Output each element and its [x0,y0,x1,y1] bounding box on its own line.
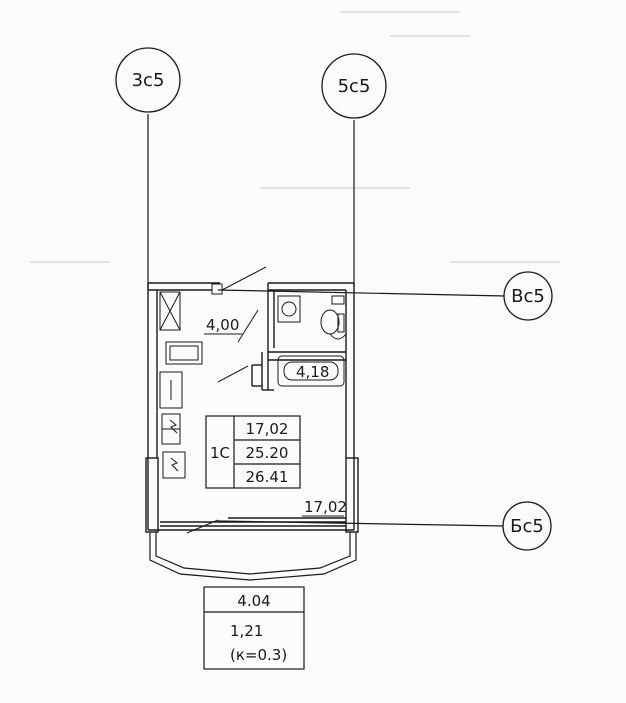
background-scan-marks [30,11,560,263]
entrance-door-swing [221,266,267,291]
hall-door-swing [217,365,249,383]
balcony-area: 4.04 [237,592,270,610]
axis-label-5c5: 5с5 [338,76,371,97]
hall-area-label: 4,00 [206,316,239,334]
bathroom-area-label: 4,18 [296,363,329,381]
balcony [149,532,357,581]
toilet-tank [337,313,345,333]
riser-shaft [211,283,223,295]
axis-line-vc5 [217,289,506,297]
bathtub-inner [283,361,339,381]
balcony-coefficient: (к=0.3) [230,646,287,664]
fridge [165,341,203,365]
walls [145,282,359,533]
kitchen-equipment [159,341,203,479]
wardrobe [159,291,181,331]
bathroom-fixtures [277,295,347,387]
axis-bubble-bc5 [502,501,552,551]
oven [162,451,186,479]
axis-lines [147,114,506,527]
axis-bubbles [115,47,553,551]
apartment-type: 1С [210,444,230,462]
axis-bubble-vc5 [503,271,553,321]
washing-machine-drum [281,301,297,317]
sink-bathroom [331,295,345,305]
axis-label-3c5: 3с5 [132,70,165,91]
living-area-label: 17,02 [304,498,347,516]
toilet [320,309,340,335]
axis-label-bc5: Бс5 [510,516,544,537]
apartment-living-area: 17,02 [246,420,289,438]
bathtub [277,355,345,387]
washing-machine [277,295,301,323]
apartment-total-area: 25.20 [246,444,289,462]
small-sink [329,333,347,340]
axis-bubble-5c5 [321,53,387,119]
axis-bubble-3c5 [115,47,181,113]
electric-symbols [169,419,179,472]
balcony-reduced-area: 1,21 [230,622,263,640]
balcony-door-swing [186,519,219,534]
kitchen-sink [159,371,183,409]
bathroom-door-swing [237,309,259,343]
apartment-total-with-balcony: 26.41 [246,468,289,486]
door-swings [186,266,267,534]
axis-label-vc5: Вс5 [511,286,545,307]
balcony-table-frame [203,586,305,670]
apartment-table-frame [205,415,301,489]
